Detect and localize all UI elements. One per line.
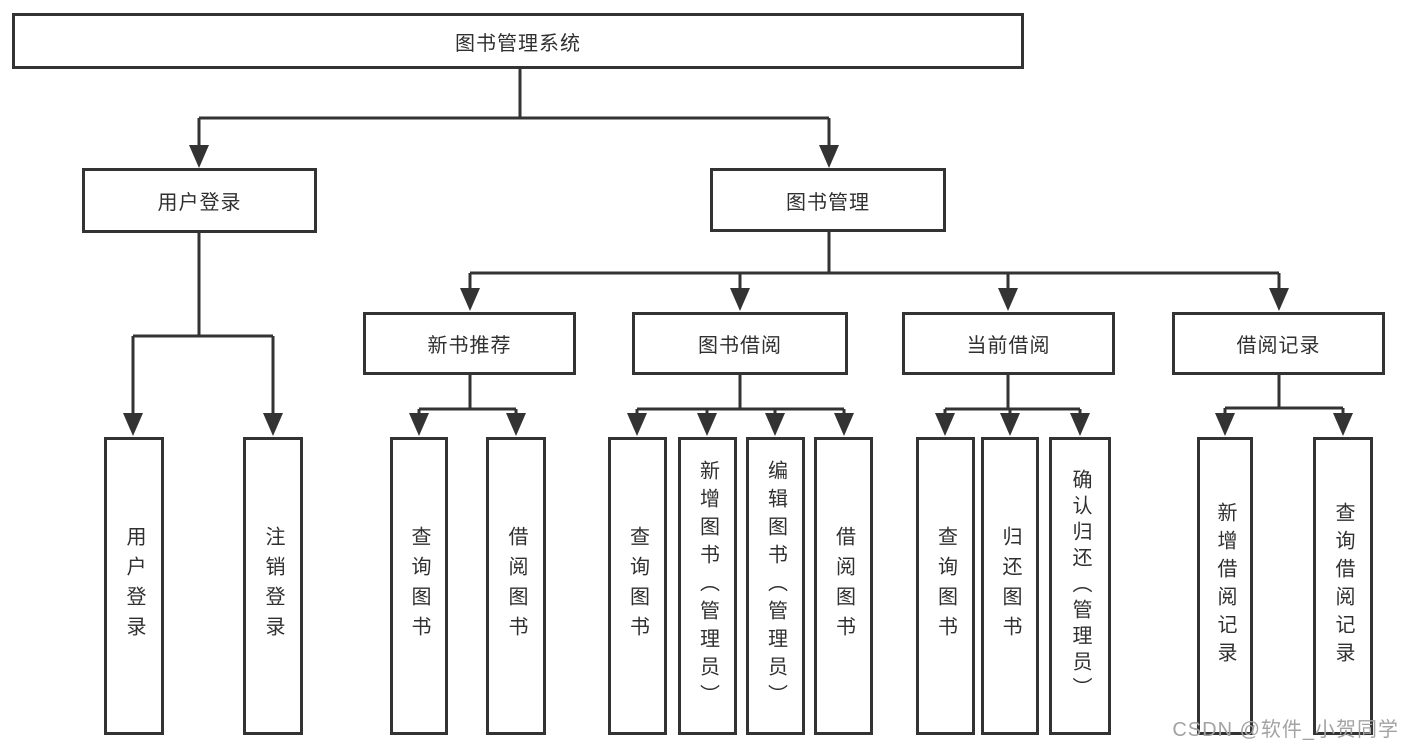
node-label: 当前借阅 xyxy=(966,335,1051,357)
leaf-borrow-books-2: 借阅图书 xyxy=(814,437,873,735)
leaf-label: 用户登录 xyxy=(123,526,145,646)
leaf-user-login: 用户登录 xyxy=(104,437,164,735)
leaf-label: 确认归还（管理员） xyxy=(1069,469,1091,703)
node-label: 新书推荐 xyxy=(427,335,512,357)
node-library-management-system: 图书管理系统 xyxy=(12,13,1024,69)
leaf-label: 新增图书（管理员） xyxy=(696,460,719,712)
node-label: 用户登录 xyxy=(157,192,242,214)
leaf-borrow-books-1: 借阅图书 xyxy=(486,437,546,735)
node-label: 图书管理 xyxy=(786,191,870,214)
leaf-label: 查询图书 xyxy=(408,526,430,646)
leaf-query-books-3: 查询图书 xyxy=(916,437,975,735)
leaf-confirm-return-admin: 确认归还（管理员） xyxy=(1049,437,1111,735)
leaf-label: 借阅图书 xyxy=(832,526,855,646)
node-label: 图书借阅 xyxy=(698,335,782,357)
leaf-add-borrow-record: 新增借阅记录 xyxy=(1197,437,1253,735)
leaf-label: 查询图书 xyxy=(934,526,957,646)
node-current-borrow: 当前借阅 xyxy=(902,312,1115,375)
leaf-logout: 注销登录 xyxy=(243,437,303,735)
leaf-label: 借阅图书 xyxy=(505,526,527,646)
leaf-return-books: 归还图书 xyxy=(981,437,1039,735)
leaf-label: 注销登录 xyxy=(262,526,284,646)
leaf-label: 编辑图书（管理员） xyxy=(764,460,787,712)
leaf-query-books-2: 查询图书 xyxy=(608,437,667,735)
node-borrow-records: 借阅记录 xyxy=(1172,312,1385,375)
node-label: 图书管理系统 xyxy=(455,32,581,55)
leaf-label: 查询借阅记录 xyxy=(1332,502,1354,670)
leaf-add-books-admin: 新增图书（管理员） xyxy=(678,437,737,735)
leaf-label: 归还图书 xyxy=(999,526,1021,646)
node-label: 借阅记录 xyxy=(1236,335,1321,357)
node-book-management: 图书管理 xyxy=(710,168,946,232)
leaf-label: 查询图书 xyxy=(626,526,649,646)
leaf-edit-books-admin: 编辑图书（管理员） xyxy=(746,437,805,735)
csdn-watermark: CSDN @软件_小贺同学 xyxy=(1172,719,1399,741)
node-new-book-recommend: 新书推荐 xyxy=(363,312,576,375)
leaf-label: 新增借阅记录 xyxy=(1214,502,1236,670)
node-book-borrow: 图书借阅 xyxy=(632,312,848,375)
node-user-login: 用户登录 xyxy=(82,168,317,233)
leaf-query-borrow-record: 查询借阅记录 xyxy=(1313,437,1373,735)
leaf-query-books-1: 查询图书 xyxy=(390,437,448,735)
